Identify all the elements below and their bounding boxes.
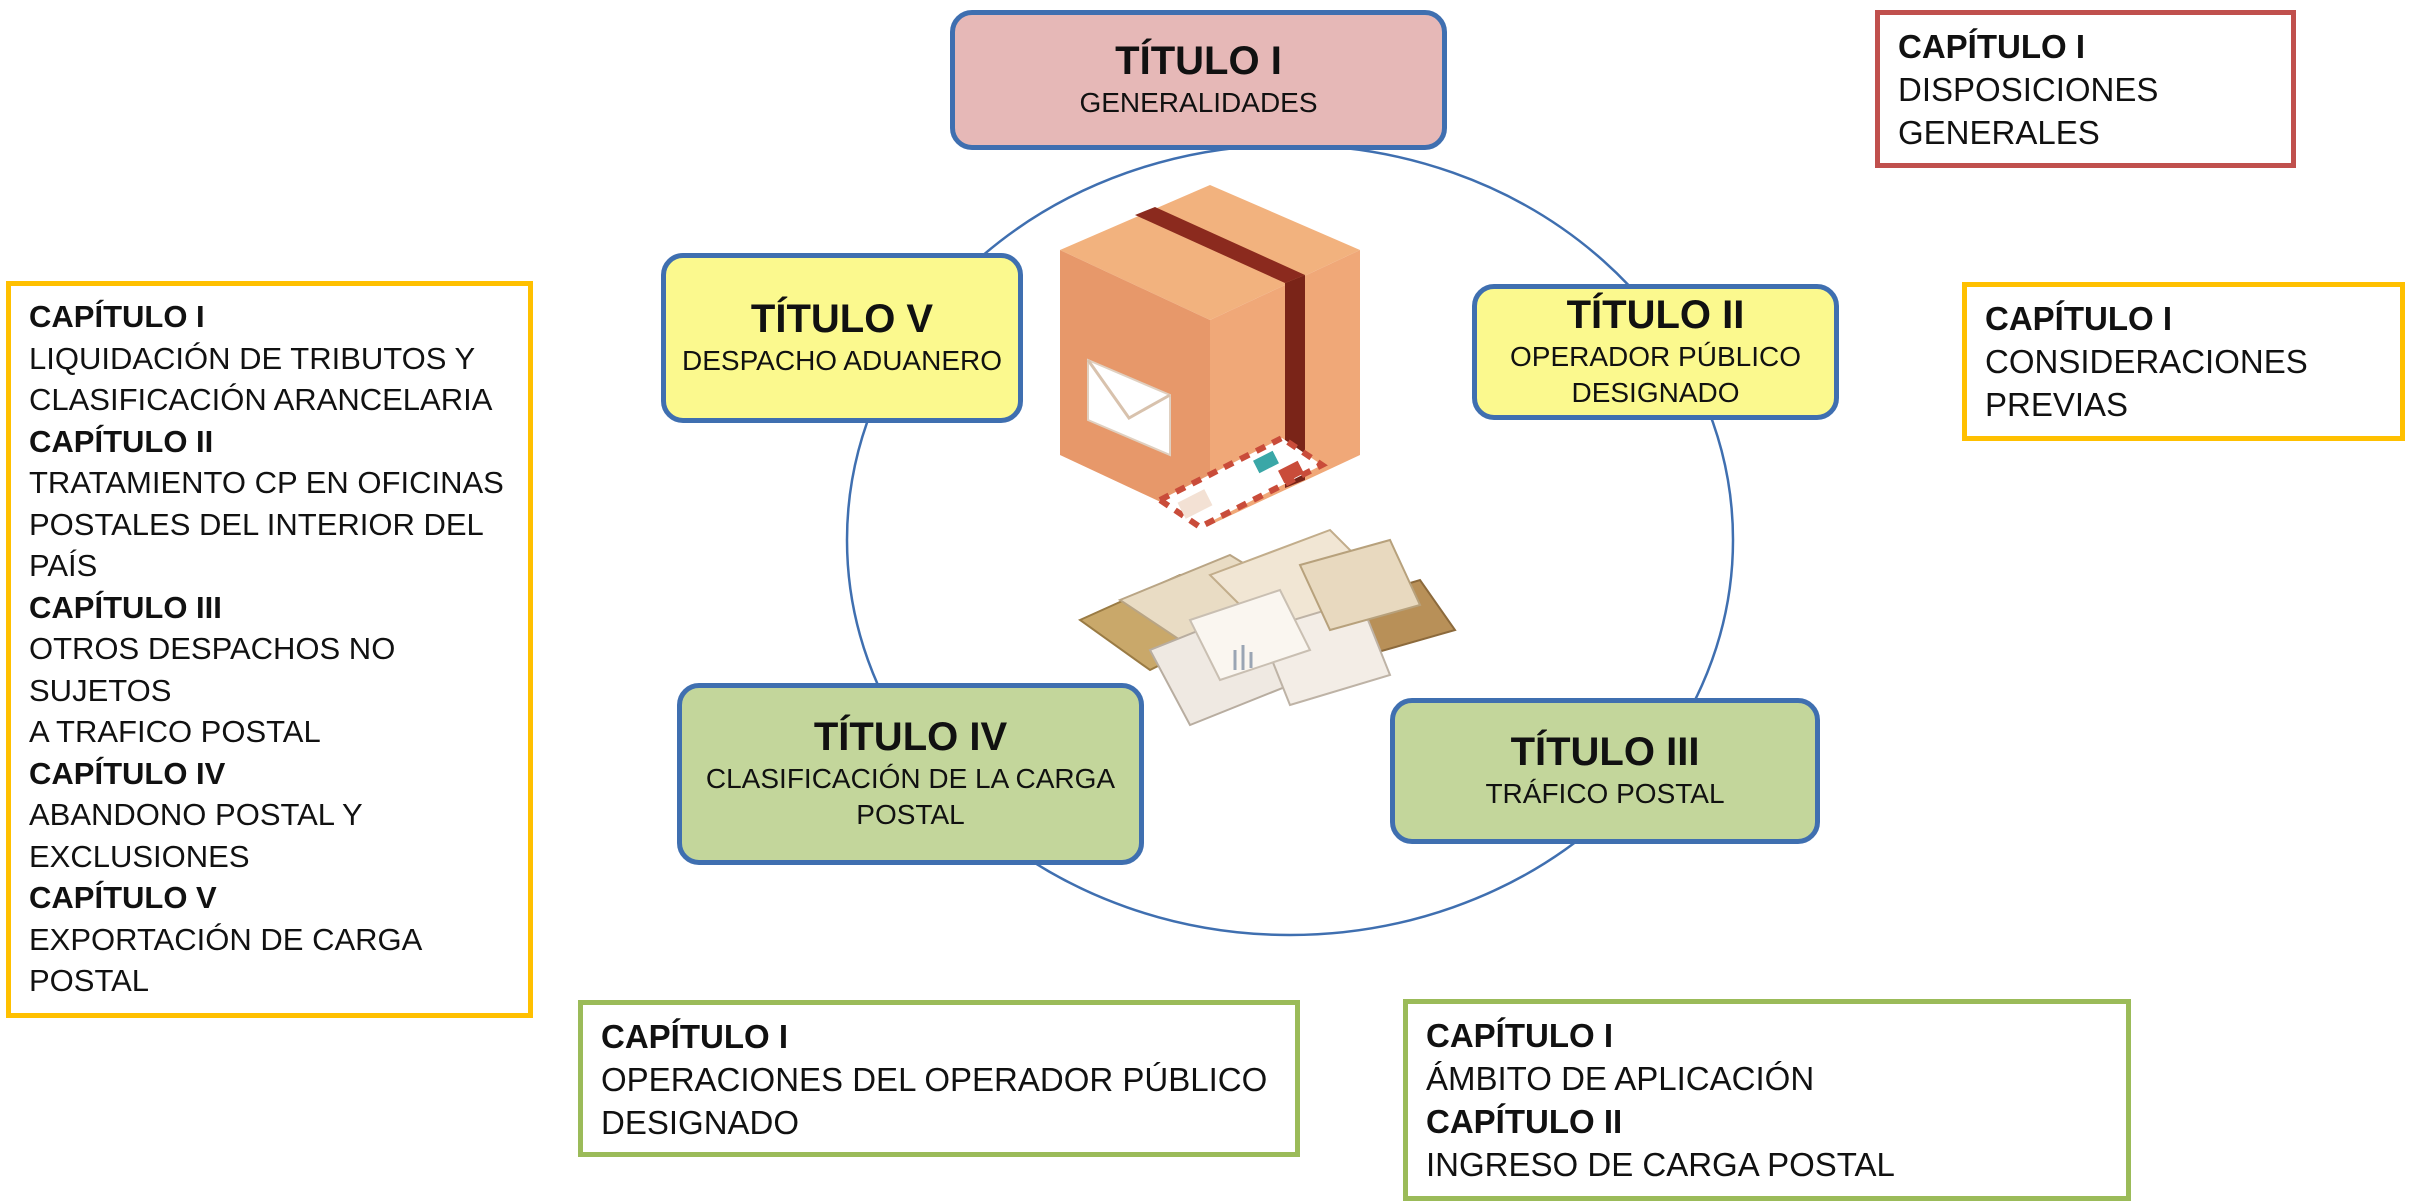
- chapter-heading: CAPÍTULO I: [1426, 1017, 1613, 1054]
- chapter-heading: CAPÍTULO I: [1898, 28, 2085, 65]
- chapter-description: LIQUIDACIÓN DE TRIBUTOS Y CLASIFICACIÓN …: [29, 340, 493, 418]
- chapter-heading: CAPÍTULO II: [29, 423, 214, 459]
- titulo-iii-subtitle: TRÁFICO POSTAL: [1485, 777, 1725, 809]
- envelope-pile-icon: [1078, 528, 1457, 727]
- titulo-v-title: TÍTULO V: [750, 296, 934, 341]
- titulo-ii-subtitle: OPERADOR PÚBLICO DESIGNADO: [1510, 340, 1801, 408]
- titulo-iii-title: TÍTULO III: [1510, 729, 1700, 774]
- chapter-heading: CAPÍTULO IV: [29, 755, 226, 791]
- titulo-v-chapters: CAPÍTULO I LIQUIDACIÓN DE TRIBUTOS Y CLA…: [6, 281, 533, 1018]
- titulo-iii-chapters: CAPÍTULO I ÁMBITO DE APLICACIÓN CAPÍTULO…: [1403, 999, 2131, 1201]
- titulo-i-box: TÍTULO I GENERALIDADES: [950, 10, 1447, 150]
- chapter-heading: CAPÍTULO V: [29, 880, 217, 915]
- chapter-description: DISPOSICIONES GENERALES: [1898, 71, 2159, 151]
- chapter-heading: CAPÍTULO III: [29, 589, 222, 625]
- titulo-iv-title: TÍTULO IV: [813, 714, 1008, 759]
- chapter-description: EXPORTACIÓN DE CARGA POSTAL: [29, 921, 421, 999]
- titulo-iv-chapters: CAPÍTULO I OPERACIONES DEL OPERADOR PÚBL…: [578, 1000, 1300, 1157]
- chapter-description: ABANDONO POSTAL Y EXCLUSIONES: [29, 797, 363, 874]
- chapter-heading: CAPÍTULO II: [1426, 1103, 1623, 1140]
- chapter-description: ÁMBITO DE APLICACIÓN: [1426, 1060, 1815, 1097]
- parcel-box-icon: [1060, 185, 1360, 531]
- chapter-description: TRATAMIENTO CP EN OFICINAS POSTALES DEL …: [29, 465, 504, 583]
- chapter-heading: CAPÍTULO I: [601, 1018, 788, 1055]
- chapter-description: CONSIDERACIONES PREVIAS: [1985, 343, 2308, 423]
- chapter-description: INGRESO DE CARGA POSTAL: [1426, 1146, 1895, 1183]
- titulo-i-title: TÍTULO I: [1115, 38, 1282, 83]
- chapter-description: OPERACIONES DEL OPERADOR PÚBLICO DESIGNA…: [601, 1061, 1268, 1141]
- titulo-ii-chapters: CAPÍTULO I CONSIDERACIONES PREVIAS: [1962, 282, 2405, 441]
- titulo-iv-box: TÍTULO IV CLASIFICACIÓN DE LA CARGA POST…: [677, 683, 1144, 865]
- titulo-iv-subtitle: CLASIFICACIÓN DE LA CARGA POSTAL: [705, 762, 1116, 830]
- titulo-i-subtitle: GENERALIDADES: [1079, 86, 1318, 118]
- chapter-heading: CAPÍTULO I: [1985, 300, 2172, 337]
- titulo-v-subtitle: DESPACHO ADUANERO: [682, 344, 1002, 376]
- titulo-ii-box: TÍTULO II OPERADOR PÚBLICO DESIGNADO: [1472, 284, 1839, 420]
- parcel-and-letters-icon: [1060, 185, 1457, 727]
- chapter-description: OTROS DESPACHOS NO SUJETOS A TRAFICO POS…: [29, 631, 396, 749]
- titulo-v-box: TÍTULO V DESPACHO ADUANERO: [661, 253, 1023, 423]
- titulo-iii-box: TÍTULO III TRÁFICO POSTAL: [1390, 698, 1820, 844]
- titulo-i-chapters: CAPÍTULO I DISPOSICIONES GENERALES: [1875, 10, 2296, 168]
- chapter-heading: CAPÍTULO I: [29, 299, 205, 334]
- titulo-ii-title: TÍTULO II: [1566, 292, 1745, 337]
